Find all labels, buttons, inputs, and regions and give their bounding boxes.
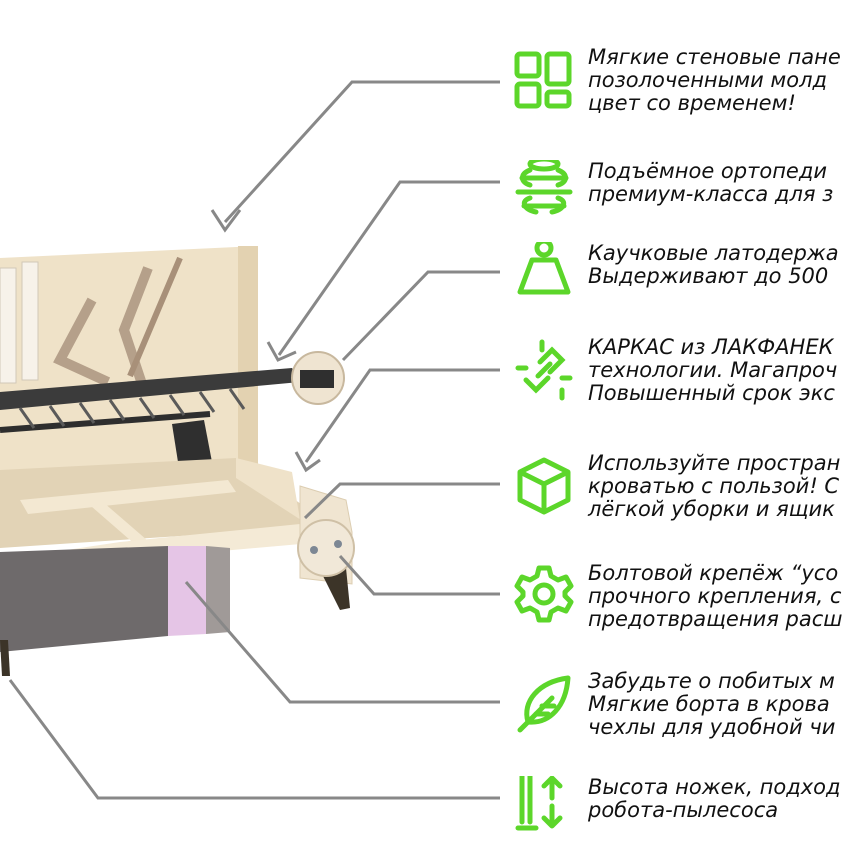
feature-text: Забудьте о побитых м Мягкие борта в кров…	[588, 670, 836, 739]
gear-icon	[514, 565, 574, 623]
feature-storage: Используйте простран кроватью с пользой!…	[512, 452, 860, 532]
panel-groove	[53, 297, 111, 387]
bed-leg	[320, 568, 350, 610]
feature-text: Каучковые латодержа Выдерживают до 500	[588, 242, 839, 288]
feather-icon	[517, 675, 571, 733]
zoom-inset-bolts	[297, 519, 355, 577]
feature-latoflex: Каучковые латодержа Выдерживают до 500	[512, 242, 860, 304]
feature-text: Болтовой крепёж “усо прочного крепления,…	[588, 562, 843, 631]
upholstered-rail	[0, 546, 168, 652]
coil-spring-icon	[515, 160, 573, 215]
feature-soft-rails: Забудьте о побитых м Мягкие борта в кров…	[512, 670, 860, 750]
feature-text: Мягкие стеновые пане позолоченными молд …	[588, 46, 841, 115]
feature-frame: КАРКАС из ЛАКФАНЕК технологии. Магапроч …	[512, 336, 860, 416]
headboard-side	[238, 246, 258, 488]
soft-panel	[21, 261, 39, 381]
chain-link-icon	[515, 339, 573, 401]
panel-groove	[127, 256, 183, 378]
feature-text: КАРКАС из ЛАКФАНЕК технологии. Магапроч …	[588, 336, 838, 405]
box-icon	[517, 457, 571, 515]
wall-panels-icon	[514, 51, 572, 109]
feature-leg-height: Высота ножек, подход робота-пылесоса	[512, 776, 860, 836]
headboard-panel	[0, 246, 258, 488]
gas-lift-bracket	[172, 420, 212, 462]
feature-spring-base: Подъёмное ортопеди премиум-класса для з	[512, 160, 860, 220]
soft-panel	[0, 267, 17, 384]
storage-wall-right	[236, 458, 332, 540]
feature-bolts: Болтовой крепёж “усо прочного крепления,…	[512, 562, 860, 642]
lift-rail	[0, 411, 211, 433]
feature-text: Подъёмное ортопеди премиум-класса для з	[588, 160, 834, 206]
height-arrows-icon	[515, 776, 563, 831]
upholstered-rail-end	[168, 546, 206, 636]
feature-text: Используйте простран кроватью с пользой!…	[588, 452, 841, 521]
lift-frame	[0, 368, 300, 410]
storage-divider	[20, 480, 236, 514]
callout-lines	[8, 80, 500, 800]
feature-text: Высота ножек, подход робота-пылесоса	[588, 776, 841, 822]
bed-leg	[0, 640, 10, 676]
weight-icon	[517, 242, 571, 295]
feature-wall-panels: Мягкие стеновые пане позолоченными молд …	[512, 46, 860, 126]
frame-slats	[18, 388, 246, 429]
